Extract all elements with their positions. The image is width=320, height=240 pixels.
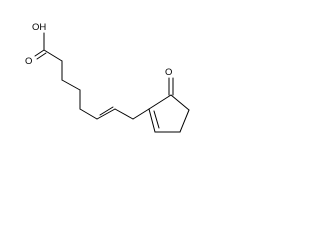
- c-o-double-bond-outer: [34, 49, 45, 57]
- chemical-structure-diagram: OH O O: [25, 22, 190, 133]
- ring-bond: [179, 109, 190, 133]
- cyclopentenone-ring: O: [148, 67, 190, 133]
- carboxylic-acid-group: OH O: [25, 22, 47, 67]
- c-o-double-bond-inner: [36, 52, 47, 60]
- cis-alkene-bond-inner: [99, 106, 114, 116]
- ring-double-bond-inner: [153, 110, 160, 129]
- chain-ring-bond: [132, 108, 150, 120]
- ring-bond: [170, 94, 190, 111]
- hydroxyl-label: OH: [32, 22, 46, 33]
- chain-bond: [43, 49, 63, 62]
- alkyl-chain: [43, 49, 150, 120]
- chain-bond: [61, 79, 81, 91]
- ring-bond: [148, 94, 172, 110]
- ring-double-bond-outer: [148, 108, 156, 133]
- chain-bond: [79, 108, 98, 120]
- cis-alkene-bond-outer: [96, 108, 116, 120]
- acid-carbonyl-oxygen-label: O: [25, 56, 32, 67]
- ketone-oxygen-label: O: [165, 67, 172, 78]
- chain-bond: [114, 108, 134, 120]
